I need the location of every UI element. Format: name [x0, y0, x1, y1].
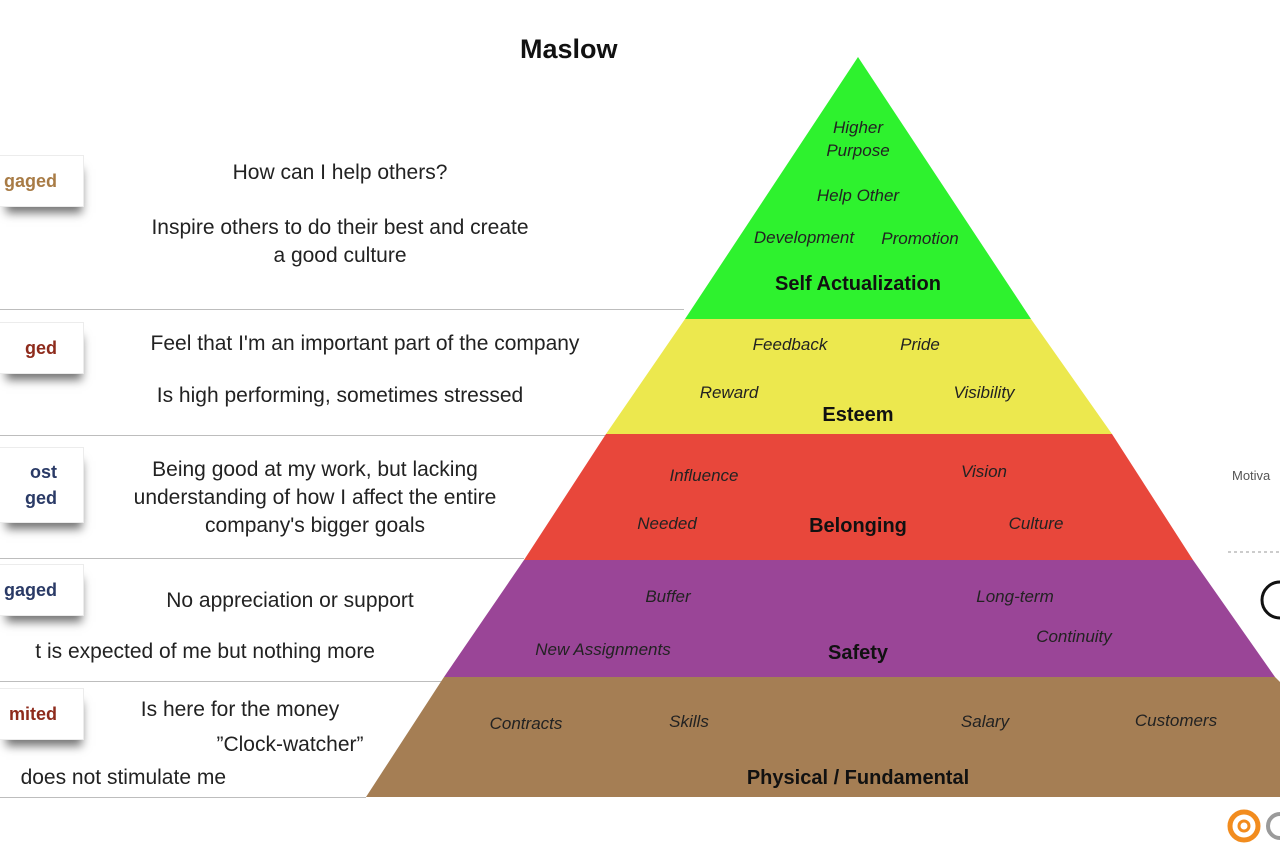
need-item: Continuity — [1036, 627, 1113, 646]
pyramid-level-belonging — [524, 434, 1193, 560]
row-divider — [0, 558, 524, 559]
need-item: Reward — [700, 383, 759, 402]
need-item: Development — [754, 228, 855, 247]
row-4-line-2: t is expected of me but nothing more — [35, 640, 375, 663]
row-divider — [0, 309, 684, 310]
row-3-line-3: company's bigger goals — [205, 514, 425, 537]
row-5-line-3: does not stimulate me — [20, 766, 226, 789]
engagement-tag-2: ged — [0, 322, 84, 374]
need-item: Promotion — [881, 229, 958, 248]
side-label: Motiva — [1232, 468, 1271, 483]
need-item: Pride — [900, 335, 940, 354]
need-item: Influence — [670, 466, 739, 485]
tag-text: gaged — [3, 580, 57, 600]
need-item: Help Other — [817, 186, 901, 205]
row-divider — [0, 681, 444, 682]
engagement-tag-3: ost ged — [0, 447, 84, 523]
level-name: Self Actualization — [775, 273, 941, 295]
row-divider — [0, 797, 366, 798]
level-name: Safety — [828, 642, 889, 664]
need-item: Long-term — [976, 587, 1053, 606]
need-item: Higher — [833, 118, 884, 137]
pyramid-level-self-actualization — [685, 57, 1031, 319]
row-1-line-1: How can I help others? — [232, 161, 448, 184]
brand-logo-icon — [1227, 809, 1280, 843]
row-3-line-2: understanding of how I affect the entire — [133, 486, 497, 509]
level-name: Belonging — [809, 515, 907, 537]
need-item: Needed — [637, 514, 697, 533]
row-2-line-1: Feel that I'm an important part of the c… — [150, 332, 580, 355]
row-4-line-1: No appreciation or support — [166, 589, 414, 612]
engagement-tag-5: mited — [0, 688, 84, 740]
row-1-line-2: Inspire others to do their best and crea… — [151, 216, 529, 239]
need-item: Purpose — [826, 141, 889, 160]
need-item: New Assignments — [535, 640, 671, 659]
row-5-line-2: ”Clock-watcher” — [216, 733, 364, 756]
level-name: Physical / Fundamental — [747, 767, 969, 789]
need-item: Culture — [1009, 514, 1064, 533]
tag-text: mited — [8, 704, 57, 724]
tag-text: gaged — [3, 171, 57, 191]
tag-text: ost — [30, 462, 57, 482]
need-item: Visibility — [953, 383, 1016, 402]
circle-icon — [1260, 580, 1280, 620]
row-2-line-2: Is high performing, sometimes stressed — [156, 384, 524, 407]
need-item: Skills — [669, 712, 709, 731]
row-3-line-1: Being good at my work, but lacking — [152, 458, 478, 481]
need-item: Feedback — [753, 335, 829, 354]
level-name: Esteem — [822, 404, 893, 426]
page-title: Maslow — [520, 34, 618, 64]
row-5-line-1: Is here for the money — [140, 698, 340, 721]
need-item: Customers — [1135, 711, 1218, 730]
row-1-line-3: a good culture — [273, 244, 407, 267]
engagement-tag-4: gaged — [0, 564, 84, 616]
pyramid-level-safety — [444, 560, 1275, 677]
row-divider — [0, 435, 606, 436]
need-item: Contracts — [490, 714, 563, 733]
pyramid-level-esteem — [606, 319, 1112, 434]
tag-text: ged — [24, 338, 57, 358]
pyramid-level-physical — [366, 677, 1280, 797]
need-item: Salary — [961, 712, 1011, 731]
tag-text: ged — [24, 488, 57, 508]
engagement-tag-1: gaged — [0, 155, 84, 207]
need-item: Buffer — [645, 587, 692, 606]
need-item: Vision — [961, 462, 1007, 481]
